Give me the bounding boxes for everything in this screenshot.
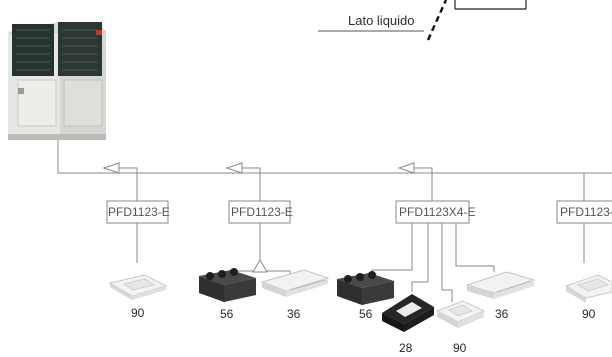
- main-pipe: [58, 140, 612, 173]
- branch-box-label: PFD1123-E: [231, 205, 293, 219]
- cassette-unit-icon: [110, 275, 166, 300]
- ceiling-unit-icon: [467, 272, 534, 299]
- header-box: [455, 0, 526, 9]
- capacity-label: 90: [582, 307, 595, 321]
- ducted-unit-icon: [337, 271, 394, 305]
- branch-box-label: PFD1123-E: [560, 205, 612, 219]
- capacity-label: 90: [453, 341, 466, 355]
- y-branch-junction-icon: [253, 260, 267, 272]
- branch-box-frames: [107, 201, 612, 223]
- branch-box-label: PFD1123X4-E: [399, 205, 475, 219]
- cassette-unit-icon: [382, 294, 434, 332]
- outdoor-unit-icon: [8, 22, 106, 140]
- cassette-unit-icon: [437, 301, 484, 328]
- branch-box-label: PFD1123-E: [108, 205, 170, 219]
- capacity-label: 28: [399, 341, 412, 355]
- capacity-label: 90: [131, 306, 144, 320]
- liquid-side-label: Lato liquido: [348, 13, 415, 28]
- cassette-unit-icon: [566, 275, 612, 303]
- capacity-label: 56: [359, 307, 372, 321]
- capacity-label: 56: [220, 307, 233, 321]
- ducted-unit-icon: [199, 268, 256, 302]
- capacity-label: 36: [495, 307, 508, 321]
- liquid-side-pointer: [428, 0, 446, 40]
- ceiling-unit-icon: [262, 270, 328, 297]
- capacity-label: 36: [287, 307, 300, 321]
